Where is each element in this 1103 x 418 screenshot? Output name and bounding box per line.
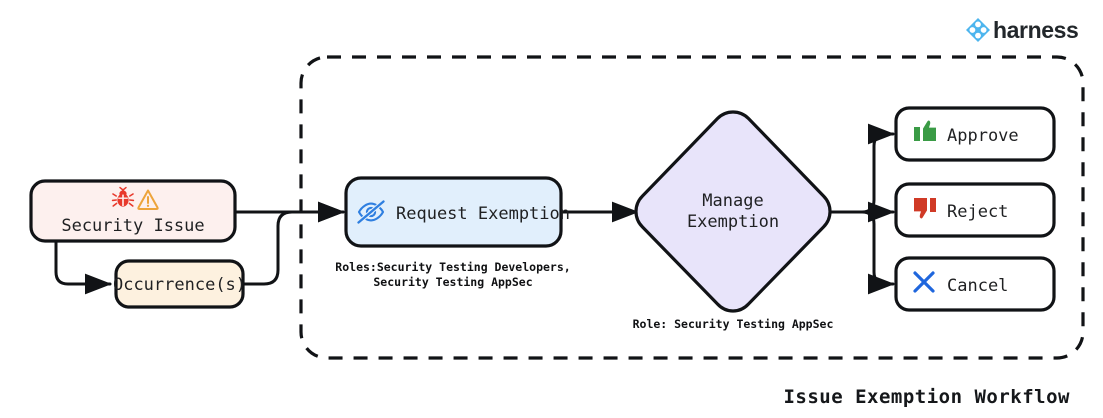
bug-icon xyxy=(111,186,135,207)
diagram-caption: Issue Exemption Workflow xyxy=(783,386,1070,408)
request-exemption-box xyxy=(344,176,563,248)
eye-off-icon xyxy=(356,199,386,225)
request-exemption-roles-line2: Security Testing AppSec xyxy=(373,275,532,289)
cancel-box xyxy=(894,256,1056,312)
occurrences-label: Occurrence(s) xyxy=(113,275,246,295)
brand-name: harness xyxy=(993,17,1078,43)
request-exemption-label: Request Exemption xyxy=(396,204,570,224)
cancel-label: Cancel xyxy=(947,276,1008,296)
request-exemption-roles-line1: Roles:Security Testing Developers, xyxy=(335,260,570,274)
manage-exemption-label-line1: Manage xyxy=(702,191,763,211)
edge-manage-exemption-to-approve xyxy=(828,123,895,214)
node-approve[interactable]: Approve xyxy=(894,106,1056,162)
node-cancel[interactable]: Cancel xyxy=(894,256,1056,312)
edge-occurrences-to-request-exemption xyxy=(241,201,345,286)
approve-label: Approve xyxy=(947,126,1019,146)
reject-label: Reject xyxy=(947,202,1008,222)
node-security-issue[interactable]: Security Issue xyxy=(29,179,237,243)
reject-box xyxy=(894,182,1056,238)
thumbs-up-icon xyxy=(914,120,936,141)
x-mark-icon xyxy=(913,271,935,293)
node-manage-exemption[interactable]: Manage Exemption xyxy=(634,110,832,313)
brand-logo: harness xyxy=(966,17,1079,43)
edge-security-issue-to-occurrences xyxy=(54,238,112,295)
exemption-process-boundary xyxy=(299,55,1085,360)
warning-triangle-icon xyxy=(137,189,159,210)
node-reject[interactable]: Reject xyxy=(894,182,1056,238)
occurrences-box xyxy=(114,259,245,309)
manage-exemption-role: Role: Security Testing AppSec xyxy=(633,317,834,331)
approve-box xyxy=(894,106,1056,162)
node-occurrences[interactable]: Occurrence(s) xyxy=(113,259,246,309)
manage-exemption-label-line2: Exemption xyxy=(687,212,779,232)
edge-manage-exemption-to-cancel xyxy=(828,210,895,295)
security-issue-label: Security Issue xyxy=(61,216,204,236)
security-issue-box xyxy=(29,179,237,243)
thumbs-down-icon xyxy=(914,198,936,219)
manage-exemption-diamond xyxy=(634,110,832,313)
harness-diamond-icon xyxy=(966,18,990,42)
node-request-exemption[interactable]: Request Exemption xyxy=(344,176,570,248)
